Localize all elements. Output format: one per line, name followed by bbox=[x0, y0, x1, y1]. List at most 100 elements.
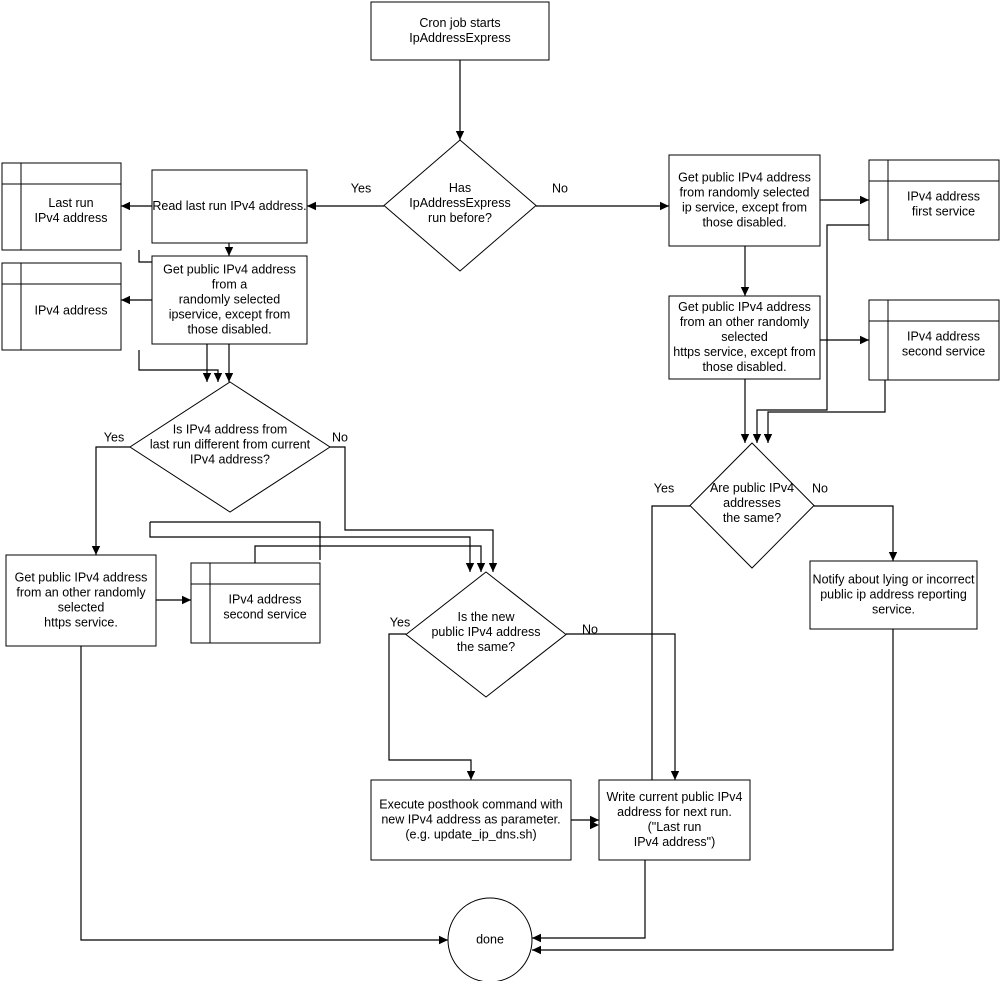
process-get-public-ipv4-other-https-service-line-0: Get public IPv4 address bbox=[678, 300, 811, 314]
edge-label-yes-has-run: Yes bbox=[351, 181, 371, 195]
edge-read-to-last-run-store bbox=[121, 201, 152, 211]
process-get-public-ipv4-random-ip-service-line-2: ip service, except from bbox=[682, 200, 807, 214]
edge-addresses-no-to-notify bbox=[814, 505, 898, 561]
edge-get-first-to-store bbox=[820, 195, 869, 205]
process-execute-posthook-command-line-1: new IPv4 address as parameter. bbox=[381, 812, 560, 826]
process-get-public-ipv4-other-https-line-3: https service. bbox=[44, 615, 118, 629]
datastore-ipv4-address-second-service-left-line-0: IPv4 address bbox=[229, 592, 302, 606]
process-write-current-ipv4-address-line-3: IPv4 address") bbox=[634, 835, 716, 849]
process-get-public-ipv4-other-https-line-0: Get public IPv4 address bbox=[15, 570, 148, 584]
edge-get-ip-to-ipv4-store bbox=[121, 295, 152, 305]
terminator-done[interactable]: done bbox=[447, 897, 533, 981]
decision-has-run-before-line-1: IpAddressExpress bbox=[409, 196, 510, 210]
edge-has-run-yes-to-read bbox=[307, 201, 384, 211]
edge-label-yes-ipv4-different: Yes bbox=[104, 430, 124, 444]
process-notify-lying-service-line-2: service. bbox=[872, 602, 915, 616]
process-get-public-ipv4-other-https-service-line-3: https service, except from bbox=[673, 345, 815, 359]
edge-write-to-done bbox=[532, 860, 646, 943]
cron-job-start-line-0: Cron job starts bbox=[419, 16, 500, 30]
datastore-ipv4-address[interactable]: IPv4 address bbox=[1, 262, 122, 351]
process-get-public-ipv4-other-https-service-line-1: from an other randomly bbox=[680, 315, 810, 329]
datastore-ipv4-address-first-service-line-1: first service bbox=[912, 204, 975, 218]
process-get-public-ipv4-random-ipservice-line-0: Get public IPv4 address bbox=[163, 262, 296, 276]
datastore-ipv4-address-first-service-line-0: IPv4 address bbox=[907, 189, 980, 203]
datastore-ipv4-address-second-service-left-line-1: second service bbox=[223, 607, 306, 621]
edge-label-no-ipv4-different: No bbox=[332, 430, 348, 444]
edge-diamond-yes-to-get-other bbox=[91, 446, 130, 555]
process-get-public-ipv4-other-https-line-2: selected bbox=[58, 600, 105, 614]
process-get-public-ipv4-other-https-service-line-4: those disabled. bbox=[702, 360, 786, 374]
edge-label-yes-new-ip-same: Yes bbox=[390, 615, 410, 629]
edge-get-first-to-get-second bbox=[740, 246, 750, 296]
process-get-public-ipv4-random-ip-service-line-1: from randomly selected bbox=[680, 185, 810, 199]
datastore-last-run-ipv4-address-line-1: IPv4 address bbox=[35, 211, 108, 225]
decision-is-new-public-ipv4-same-line-2: the same? bbox=[457, 640, 515, 654]
edge-new-ip-no-to-write bbox=[566, 633, 680, 780]
datastore-ipv4-address-line-0: IPv4 address bbox=[35, 303, 108, 317]
decision-ipv4-different-from-last-run-line-2: IPv4 address? bbox=[190, 452, 270, 466]
process-get-public-ipv4-random-ipservice-line-1: from a bbox=[212, 277, 247, 291]
process-write-current-ipv4-address-line-0: Write current public IPv4 bbox=[607, 790, 743, 804]
process-write-current-ipv4-address-line-2: ("Last run bbox=[648, 820, 702, 834]
edge-second-store-to-addresses-same bbox=[763, 380, 886, 443]
edge-get-other-to-second-store bbox=[156, 595, 191, 605]
edge-second-store-left-to-new-ip bbox=[254, 545, 486, 572]
edge-notify-to-done bbox=[532, 629, 894, 955]
edge-has-run-no-to-get-first bbox=[536, 201, 669, 211]
process-notify-lying-service-line-0: Notify about lying or incorrect bbox=[813, 572, 975, 586]
edge-posthook-to-write bbox=[571, 815, 599, 825]
decision-are-public-ipv4-addresses-same-line-1: addresses bbox=[723, 496, 781, 510]
datastore-ipv4-address-second-service-right-line-0: IPv4 address bbox=[907, 329, 980, 343]
edge-get-other-down bbox=[80, 646, 448, 945]
edge-new-ip-yes-to-posthook bbox=[388, 633, 476, 780]
edge-label-no-new-ip-same: No bbox=[582, 622, 598, 636]
datastore-last-run-ipv4-address-line-0: Last run bbox=[48, 196, 93, 210]
decision-are-public-ipv4-addresses-same-line-2: the same? bbox=[723, 511, 781, 525]
process-read-last-run-address-line-0: Read last run IPv4 address. bbox=[152, 199, 306, 213]
decision-has-run-before-line-0: Has bbox=[449, 181, 471, 195]
process-execute-posthook-command-line-2: (e.g. update_ip_dns.sh) bbox=[405, 827, 536, 841]
decision-ipv4-different-from-last-run-line-0: Is IPv4 address from bbox=[173, 422, 288, 436]
terminator-done-line-0: done bbox=[476, 932, 504, 946]
edge-get-ip-to-diamond bbox=[224, 344, 234, 382]
edge-ipv4-store-to-new-ip bbox=[149, 522, 475, 572]
process-get-public-ipv4-other-https-service-line-2: selected bbox=[721, 330, 768, 344]
datastore-ipv4-address-second-service-right-line-1: second service bbox=[902, 344, 985, 358]
process-get-public-ipv4-other-https-line-1: from an other randomly bbox=[16, 585, 146, 599]
process-get-public-ipv4-random-ipservice-line-4: those disabled. bbox=[187, 322, 271, 336]
process-get-public-ipv4-random-ipservice-line-2: randomly selected bbox=[179, 292, 280, 306]
decision-is-new-public-ipv4-same-line-0: Is the new bbox=[458, 610, 516, 624]
edge-diamond-no-down bbox=[330, 446, 498, 572]
process-read-last-run-address[interactable]: Read last run IPv4 address. bbox=[151, 169, 308, 244]
edge-label-no-addresses-same: No bbox=[812, 481, 828, 495]
edge-label-no-has-run: No bbox=[552, 181, 568, 195]
process-execute-posthook-command-line-0: Execute posthook command with bbox=[379, 797, 562, 811]
edge-ipv4-store-to-diamond bbox=[138, 350, 223, 382]
cron-job-start-line-1: IpAddressExpress bbox=[409, 31, 510, 45]
process-get-public-ipv4-random-ip-service-line-0: Get public IPv4 address bbox=[678, 170, 811, 184]
process-notify-lying-service-line-1: public ip address reporting bbox=[820, 587, 967, 601]
decision-ipv4-different-from-last-run-line-1: last run different from current bbox=[150, 437, 311, 451]
process-write-current-ipv4-address-line-1: address for next run. bbox=[617, 805, 732, 819]
decision-are-public-ipv4-addresses-same-line-0: Are public IPv4 bbox=[710, 481, 794, 495]
